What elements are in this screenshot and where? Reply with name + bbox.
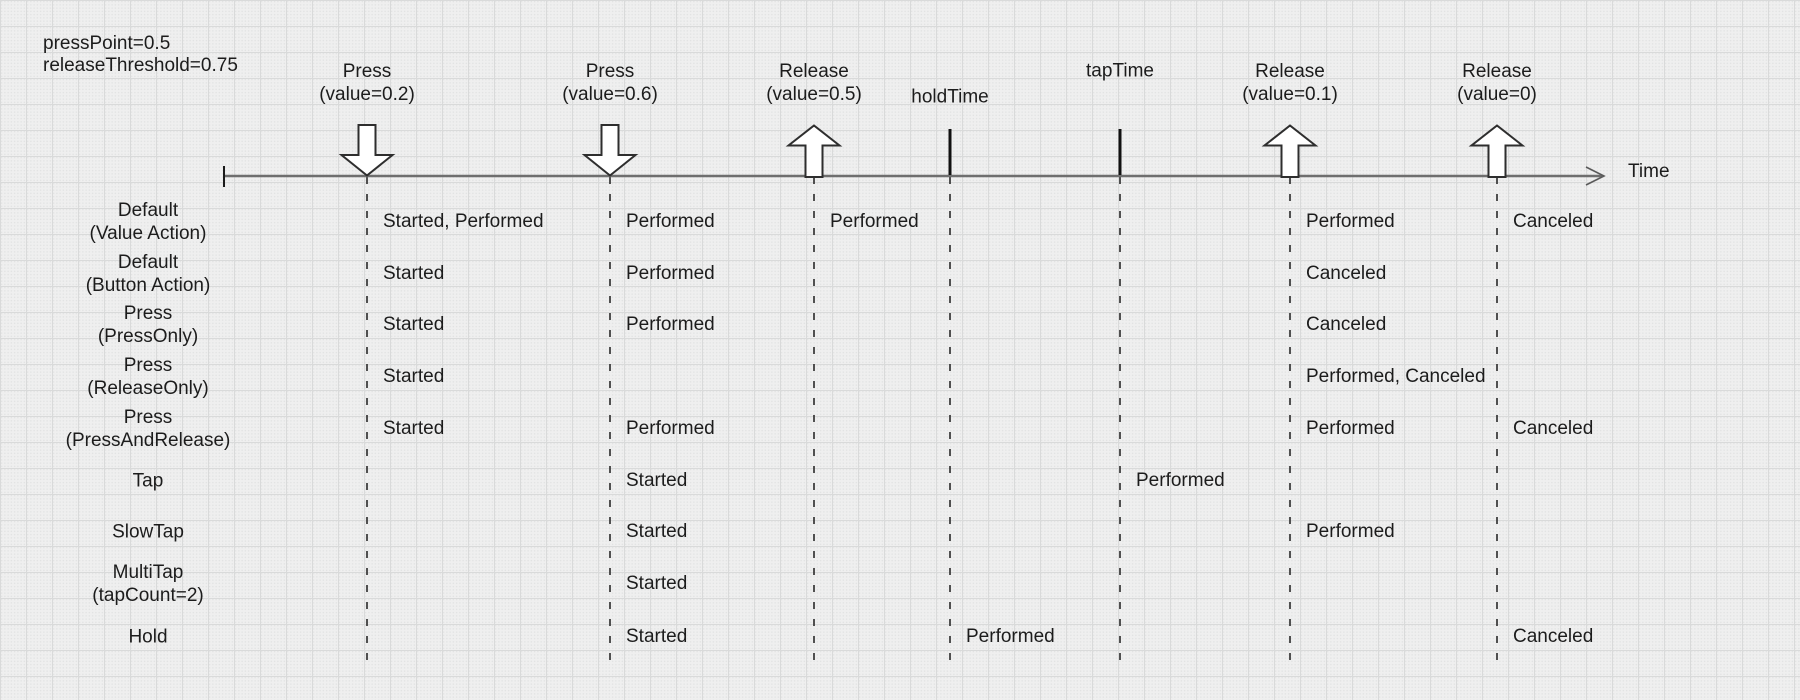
event-label-press-value-02: Press (value=0.2) (319, 61, 415, 105)
event-label-press-value-06: Press (value=0.6) (562, 61, 658, 105)
event-label-release-value-0: Release (value=0) (1457, 61, 1537, 105)
phase-cell-press-pressonly-release-value-01: Canceled (1306, 314, 1387, 335)
phase-cell-press-pressonly-press-value-02: Started (383, 314, 445, 335)
phase-cell-default-button-action-press-value-02: Started (383, 263, 445, 284)
press-down-arrow-icon-press-value-06 (581, 124, 639, 177)
phase-cell-slowtap-press-value-06: Started (626, 521, 688, 542)
phase-cell-press-releaseonly-press-value-02: Started (383, 366, 445, 387)
phase-cell-default-value-action-release-value-01: Performed (1306, 211, 1395, 232)
phase-cell-default-button-action-press-value-06: Performed (626, 263, 715, 284)
phase-cell-press-pressandrelease-release-value-01: Performed (1306, 418, 1395, 439)
phase-cell-multitap-tapcount2-press-value-06: Started (626, 573, 688, 594)
row-label-default-value-action: Default (Value Action) (89, 200, 207, 244)
phase-cell-default-button-action-release-value-01: Canceled (1306, 263, 1387, 284)
release-up-arrow-icon-release-value-05 (785, 124, 843, 178)
axis-arrowhead-icon (1585, 166, 1606, 186)
phase-cell-press-pressandrelease-press-value-06: Performed (626, 418, 715, 439)
phase-cell-hold-holdtime: Performed (966, 626, 1055, 647)
phase-cell-default-value-action-press-value-02: Started, Performed (383, 211, 544, 232)
phase-cell-press-pressandrelease-press-value-02: Started (383, 418, 445, 439)
event-label-holdtime: holdTime (911, 86, 989, 108)
phase-cell-hold-press-value-06: Started (626, 626, 688, 647)
row-label-tap: Tap (132, 470, 164, 492)
row-label-press-pressonly: Press (PressOnly) (97, 303, 199, 347)
phase-cell-press-pressandrelease-release-value-0: Canceled (1513, 418, 1594, 439)
row-label-multitap-tapcount2: MultiTap (tapCount=2) (92, 562, 204, 606)
phase-cell-default-value-action-press-value-06: Performed (626, 211, 715, 232)
row-label-press-pressandrelease: Press (PressAndRelease) (65, 407, 231, 451)
time-axis-label: Time (1628, 161, 1670, 182)
phase-cell-tap-taptime: Performed (1136, 470, 1225, 491)
phase-cell-press-pressonly-press-value-06: Performed (626, 314, 715, 335)
event-label-release-value-01: Release (value=0.1) (1242, 61, 1338, 105)
event-label-release-value-05: Release (value=0.5) (766, 61, 862, 105)
releasethreshold-param: releaseThreshold=0.75 (43, 55, 238, 76)
phase-cell-default-value-action-release-value-05: Performed (830, 211, 919, 232)
phase-cell-tap-press-value-06: Started (626, 470, 688, 491)
event-label-taptime: tapTime (1086, 60, 1154, 82)
phase-cell-default-value-action-release-value-0: Canceled (1513, 211, 1594, 232)
phase-cell-press-releaseonly-release-value-01: Performed, Canceled (1306, 366, 1486, 387)
row-label-press-releaseonly: Press (ReleaseOnly) (87, 355, 209, 399)
row-label-default-button-action: Default (Button Action) (85, 252, 211, 296)
release-up-arrow-icon-release-value-01 (1261, 124, 1319, 178)
press-down-arrow-icon-press-value-02 (338, 124, 396, 177)
release-up-arrow-icon-release-value-0 (1468, 124, 1526, 178)
phase-cell-slowtap-release-value-01: Performed (1306, 521, 1395, 542)
row-label-slowtap: SlowTap (112, 521, 184, 543)
presspoint-param: pressPoint=0.5 (43, 33, 171, 54)
row-label-hold: Hold (128, 626, 168, 648)
phase-cell-hold-release-value-0: Canceled (1513, 626, 1594, 647)
